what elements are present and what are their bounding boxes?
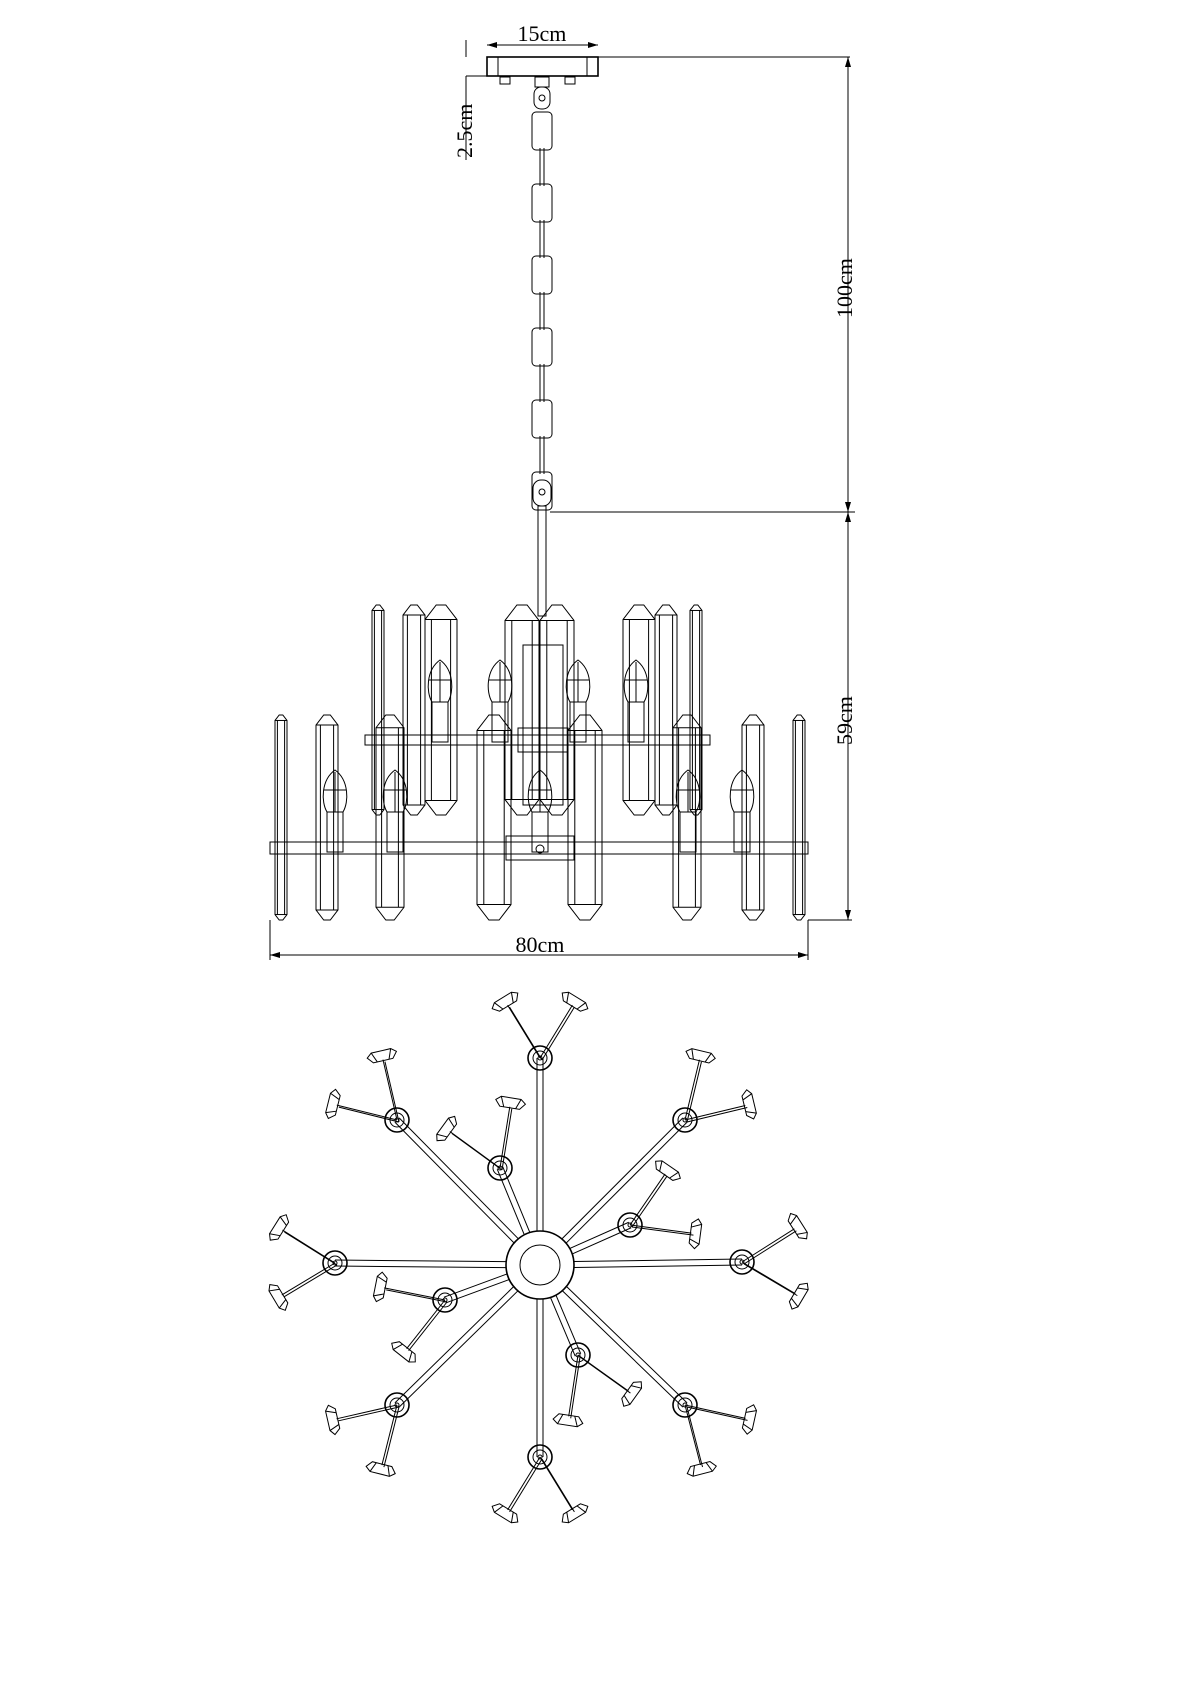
top-crystal [688,1218,703,1250]
candle-bulb [527,769,553,853]
candle-cup [729,1249,755,1275]
top-crystal [491,1503,519,1524]
chain-link [531,327,553,367]
arm [562,1286,748,1468]
candle-bulb [565,659,591,743]
crystal-prism [741,714,765,921]
candle-cup [527,1444,553,1470]
chain-length-label: 100cm [832,258,857,318]
chain-link [531,111,553,151]
crystal-prism [654,604,678,816]
lower-loop [532,479,552,617]
arm [561,1059,748,1244]
top-crystal [365,1461,396,1477]
lower-arm-bar [269,841,809,855]
chain-link [531,183,553,223]
chain [531,111,553,511]
crystal-prism [567,714,603,921]
candle-cup [672,1392,698,1418]
arm [449,1106,531,1235]
candle-cup [617,1212,643,1238]
side-view [269,604,809,921]
candle-bulb [729,769,755,853]
canopy-height-label: 2.5cm [452,104,477,158]
center-hub [505,1230,575,1300]
arm [281,1229,507,1298]
dimension-lines [269,40,855,960]
candle-cup [432,1287,458,1313]
candle-bulb [382,769,408,853]
top-crystal [269,1214,290,1241]
crystal-prism [504,604,540,816]
top-crystal [686,1461,717,1477]
candle-cup [487,1155,513,1181]
arm [569,1173,694,1255]
chain-link [531,255,553,295]
top-crystal [621,1381,643,1407]
top-crystal [372,1271,388,1303]
chain-link [531,471,553,511]
crystal-prism [371,604,385,816]
crystal-prism [476,714,512,921]
crystal-prism [539,604,575,816]
top-crystal [788,1282,809,1310]
top-crystal [741,1089,757,1120]
candle-bulb [487,659,513,743]
chain-link [531,399,553,439]
top-crystal [391,1341,416,1363]
lower-hub [505,835,575,861]
candle-bulb [427,659,453,743]
top-crystal [561,991,589,1012]
crystal-prism [622,604,656,816]
top-crystal [325,1404,341,1436]
top-crystal [655,1160,681,1181]
upper-hub [517,727,569,753]
top-crystal [561,1503,589,1524]
candle-cup [384,1107,410,1133]
arm [573,1228,798,1297]
ceiling-canopy [486,56,599,110]
top-crystal [685,1048,716,1064]
arm [550,1294,631,1419]
candle-bulb [675,769,701,853]
center-cap [519,1244,561,1286]
top-view [268,991,809,1524]
upper-arm-bar [364,734,711,746]
body-diameter-label: 80cm [516,932,565,957]
canopy-width-label: 15cm [518,21,567,46]
top-crystal [366,1048,398,1064]
crystal-prism [689,604,703,816]
top-crystal [268,1284,289,1311]
crystal-prism [424,604,458,816]
top-crystal [436,1115,458,1142]
crystal-prism [315,714,339,921]
crystal-prism [375,714,405,921]
top-crystal [787,1212,808,1240]
top-crystal [325,1088,341,1120]
candle-bulb [623,659,649,743]
crystal-prism [402,604,426,816]
crystal-prism [274,714,288,921]
arm [336,1286,519,1468]
arm [336,1059,519,1244]
candle-cup [527,1045,553,1071]
center-column [522,644,564,806]
crystal-prism [672,714,702,921]
top-crystal [491,991,519,1012]
arm [507,1004,575,1231]
candle-cup [322,1250,348,1276]
arm [384,1273,510,1351]
top-crystal [552,1413,584,1428]
top-crystal [741,1404,758,1435]
arm [507,1299,575,1513]
candle-bulb [322,769,348,853]
body-height-label: 59cm [832,696,857,745]
top-crystal [495,1095,527,1110]
crystal-prism [792,714,806,921]
